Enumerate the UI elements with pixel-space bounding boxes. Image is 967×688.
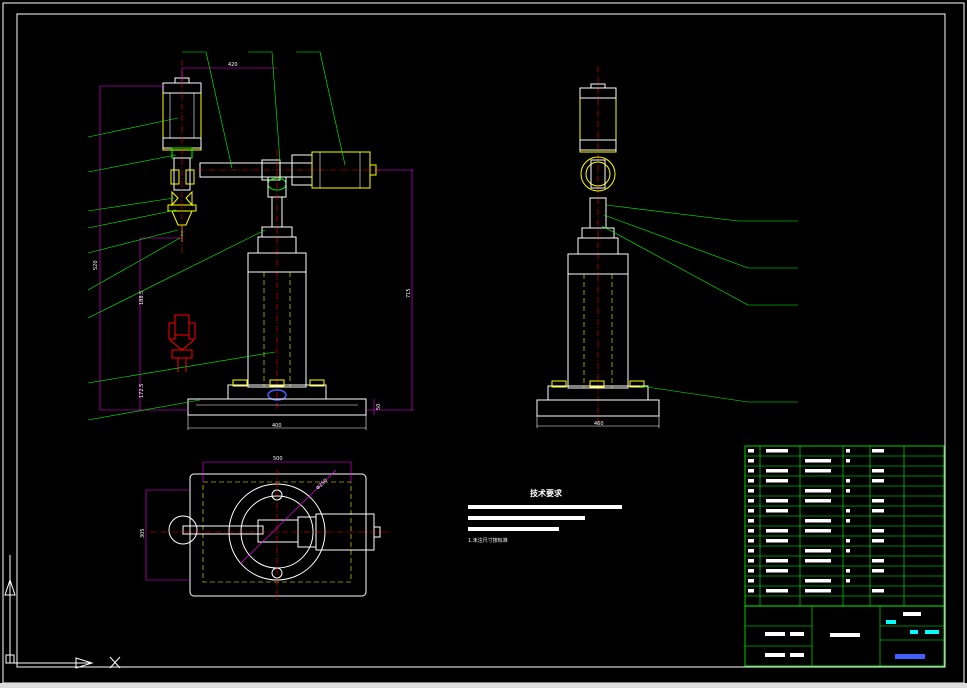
parts-list-cell-mark <box>846 489 850 493</box>
title-block <box>744 605 945 667</box>
parts-list-cell-mark <box>805 489 831 493</box>
parts-list-cell-mark <box>766 509 788 513</box>
parts-list-cell-mark <box>846 449 850 453</box>
parts-list <box>744 445 945 607</box>
status-bar <box>0 683 967 688</box>
plan-dim-diameter: Φ250 <box>315 478 329 492</box>
parts-list-cell-mark <box>748 519 754 523</box>
technical-requirements: 技术要求 1.未注尺寸按标准 <box>468 488 622 544</box>
parts-list-cell-mark <box>748 529 754 533</box>
parts-list-cell-mark <box>846 479 850 483</box>
parts-list-cell-mark <box>748 579 754 583</box>
parts-list-cell-mark <box>748 489 754 493</box>
parts-list-cell-mark <box>846 579 850 583</box>
parts-list-cell-mark <box>805 529 831 533</box>
parts-list-cell-mark <box>872 479 884 483</box>
dim-top-width: 420 <box>228 62 238 68</box>
parts-list-cell-mark <box>846 459 850 463</box>
parts-list-cell-mark <box>748 589 754 593</box>
parts-list-cell-mark <box>766 529 788 533</box>
parts-list-cell-mark <box>805 459 831 463</box>
parts-list-cell-mark <box>805 519 831 523</box>
parts-list-cell-mark <box>872 469 884 473</box>
dim-base-width: 400 <box>272 423 282 429</box>
parts-list-cell-mark <box>805 589 831 593</box>
parts-list-cell-mark <box>766 499 788 503</box>
parts-list-cell-mark <box>748 569 754 573</box>
plan-dim-width: 500 <box>273 456 283 462</box>
parts-list-cell-mark <box>846 519 850 523</box>
parts-list-cell-mark <box>872 559 884 563</box>
parts-list-cell-mark <box>846 509 850 513</box>
parts-list-cell-mark <box>805 559 831 563</box>
parts-list-cell-mark <box>748 549 754 553</box>
inner-frame <box>16 13 946 668</box>
parts-list-cell-mark <box>805 499 831 503</box>
parts-list-cell-mark <box>846 549 850 553</box>
parts-list-cell-mark <box>872 509 884 513</box>
plan-view: 500 305 Φ250 <box>140 456 390 600</box>
parts-list-cell-mark <box>748 559 754 563</box>
parts-list-cell-mark <box>872 449 884 453</box>
parts-list-cell-mark <box>846 569 850 573</box>
parts-list-cell-mark <box>805 469 831 473</box>
parts-list-cell-mark <box>766 449 788 453</box>
parts-list-cell-mark <box>748 449 754 453</box>
dim-height-right: 715 <box>406 288 412 298</box>
parts-list-cell-mark <box>766 589 788 593</box>
parts-list-cell-mark <box>846 539 850 543</box>
parts-list-cell-mark <box>748 499 754 503</box>
plan-dim-height: 305 <box>140 528 146 538</box>
parts-list-cell-mark <box>766 569 788 573</box>
tech-req-title: 技术要求 <box>530 488 563 498</box>
parts-list-cell-mark <box>766 559 788 563</box>
parts-list-cell-mark <box>872 499 884 503</box>
tech-req-note: 1.未注尺寸按标准 <box>468 537 508 544</box>
side-dim-base-width: 460 <box>594 421 604 427</box>
parts-list-cell-mark <box>872 539 884 543</box>
parts-list-cell-mark <box>748 539 754 543</box>
dim-mid: 188.5 <box>139 291 145 305</box>
parts-list-cell-mark <box>766 539 788 543</box>
front-view: 420 520 188.5 172.5 715 50 400 <box>87 51 414 430</box>
parts-list-cell-mark <box>748 509 754 513</box>
parts-list-cell-mark <box>872 589 884 593</box>
dim-lower: 172.5 <box>139 384 145 398</box>
parts-list-cell-mark <box>766 469 788 473</box>
side-view: 460 <box>536 66 798 428</box>
dim-base: 50 <box>376 404 382 410</box>
parts-list-cell-mark <box>766 479 788 483</box>
parts-list-cell-mark <box>805 579 831 583</box>
parts-list-cell-mark <box>872 529 884 533</box>
parts-list-cell-mark <box>748 479 754 483</box>
parts-list-cell-mark <box>805 549 831 553</box>
parts-list-cell-mark <box>872 569 884 573</box>
parts-list-cell-mark <box>748 469 754 473</box>
dim-height-left: 520 <box>93 260 99 270</box>
parts-list-cell-mark <box>748 459 754 463</box>
ucs-axis-icon <box>4 555 121 669</box>
